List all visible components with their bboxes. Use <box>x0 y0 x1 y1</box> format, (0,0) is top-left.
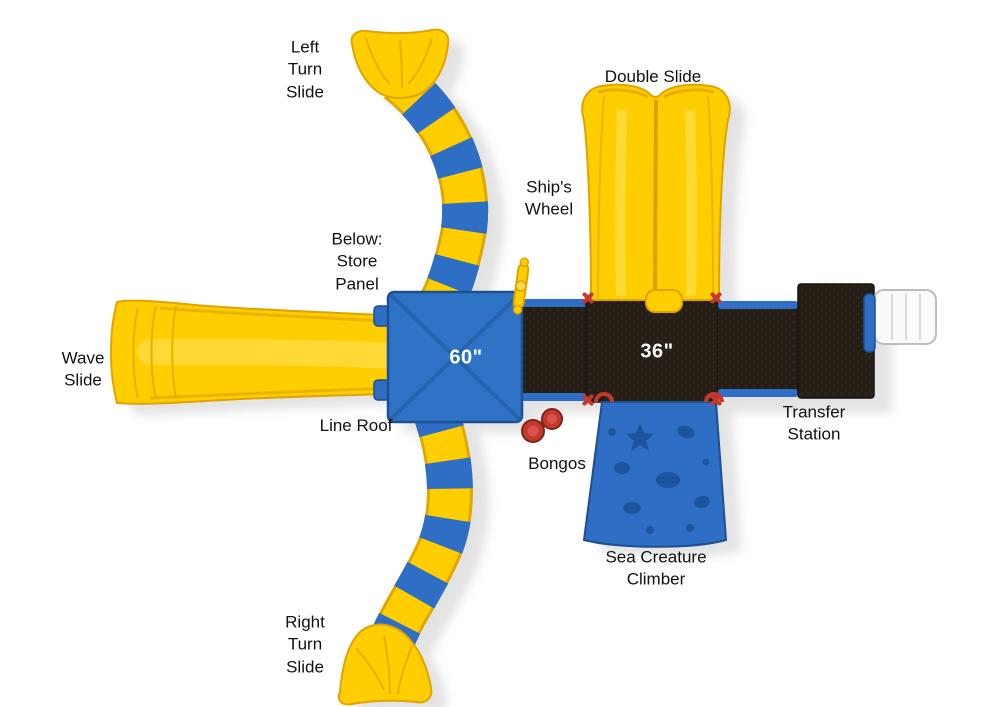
right-deck <box>797 283 875 399</box>
deck-height-36: 36" <box>640 340 674 363</box>
label-left-turn-slide: Left Turn Slide <box>286 37 324 102</box>
label-ships-wheel: Ship's Wheel <box>524 177 574 219</box>
sea-creature-climber <box>582 392 728 548</box>
label-bongos: Bongos <box>528 453 586 473</box>
label-wave-slide: Wave Slide <box>61 348 105 390</box>
label-right-turn-slide: Right Turn Slide <box>285 612 325 677</box>
wave-slide <box>110 299 411 405</box>
deck-handles <box>582 292 722 406</box>
bridge-walkway-left <box>520 299 588 401</box>
deck-height-60: 60" <box>449 346 483 369</box>
bongos-drums <box>521 408 563 443</box>
label-sea-creature-climber: Sea Creature Climber <box>605 547 707 589</box>
label-line-roof: Line Roof <box>319 415 393 435</box>
transfer-station <box>863 289 937 353</box>
label-store-panel: Below: Store Panel <box>331 229 383 294</box>
right-turn-slide <box>337 408 473 706</box>
left-turn-slide <box>350 28 489 322</box>
label-transfer-station: Transfer Station <box>782 402 846 444</box>
bridge-walkway-right <box>718 301 798 397</box>
line-roof-platform <box>373 290 524 424</box>
label-double-slide: Double Slide <box>604 66 702 86</box>
ships-wheel <box>512 257 530 315</box>
double-slide <box>581 83 731 313</box>
